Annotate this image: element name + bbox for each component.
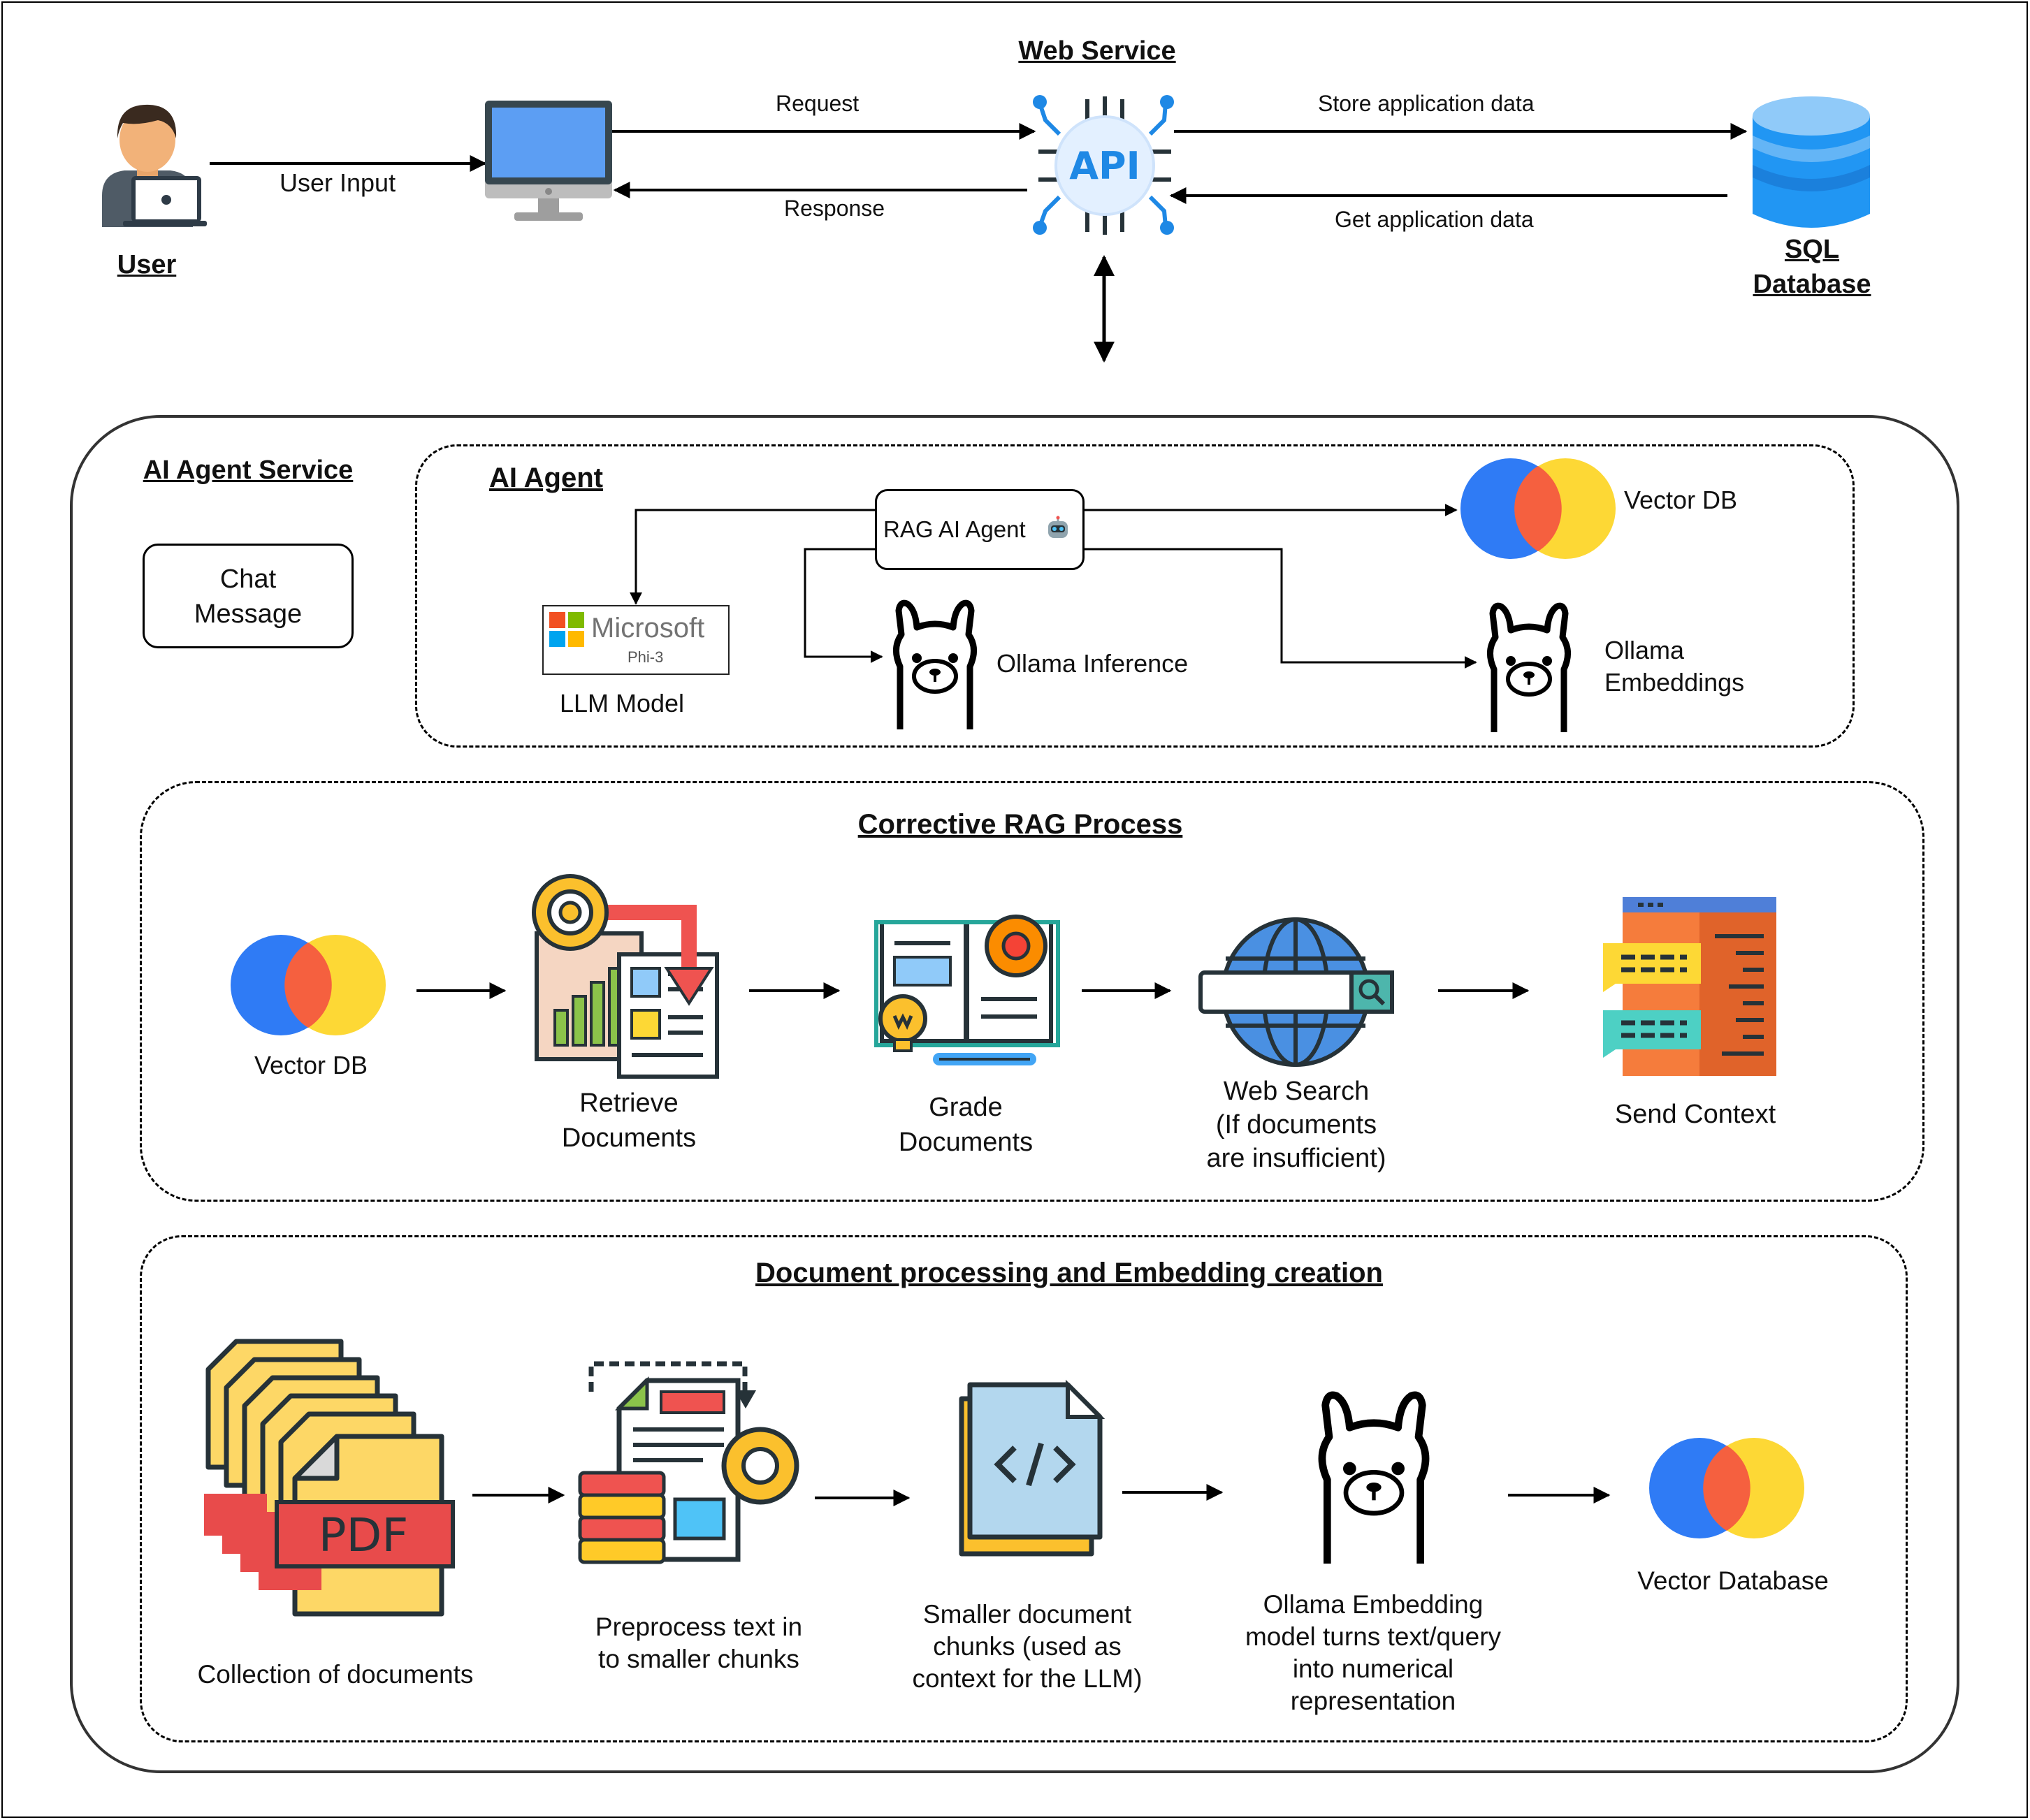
ollama-embeddings-label: Ollama Embeddings xyxy=(1604,636,1745,697)
rag-to-ollama-inference-edge xyxy=(804,548,883,663)
ai-agent-service-container xyxy=(70,415,1959,1773)
corrective-rag-container xyxy=(140,781,1924,1202)
retrieve-documents-icon xyxy=(532,874,719,1079)
desktop-computer-icon[interactable] xyxy=(485,101,612,224)
llama-icon-inference xyxy=(893,599,977,729)
api-icon[interactable]: API xyxy=(1031,92,1178,239)
robot-icon xyxy=(1048,516,1068,538)
corrective-rag-title: Corrective RAG Process xyxy=(857,809,1183,840)
grade-documents-icon xyxy=(874,915,1060,1065)
top-connectors xyxy=(210,123,1748,363)
llama-icon-embedding-model xyxy=(1318,1391,1430,1564)
web-service-title: Web Service xyxy=(1018,36,1176,66)
ai-agent-title: AI Agent xyxy=(489,463,603,493)
rag-to-ollama-embeddings-edge xyxy=(1085,548,1477,669)
send-context-icon xyxy=(1603,897,1776,1076)
web-search-icon xyxy=(1198,917,1394,1067)
phi3-logo-text: Phi-3 xyxy=(628,648,664,666)
doc-step-embedding-label: Ollama Embedding model turns text/query … xyxy=(1245,1590,1502,1715)
pdf-collection-icon: PDF xyxy=(204,1339,455,1617)
response-label: Response xyxy=(784,196,885,221)
ai-agent-container xyxy=(415,444,1855,748)
chat-message-box[interactable] xyxy=(143,544,354,648)
llm-model-label: LLM Model xyxy=(559,689,685,718)
user-icon xyxy=(102,104,207,227)
crag-step-retrieve-label: Retrieve Documents xyxy=(561,1089,697,1153)
ai-agent-connectors xyxy=(630,504,1477,669)
doc-step-chunks-label: Smaller document chunks (used as context… xyxy=(912,1600,1143,1693)
doc-processing-container xyxy=(140,1235,1908,1742)
doc-step-collection-label: Collection of documents xyxy=(197,1660,474,1689)
vector-db-icon-crag xyxy=(231,935,386,1035)
vector-db-label: Vector DB xyxy=(1624,486,1738,514)
crag-step-vector-db-label: Vector DB xyxy=(254,1051,368,1079)
crag-step-web-search-label: Web Search (If documents are insufficien… xyxy=(1206,1077,1386,1173)
corrective-rag-arrows xyxy=(416,982,1530,999)
microsoft-logo-icon xyxy=(549,612,584,647)
user-input-label: User Input xyxy=(280,168,396,197)
rag-to-llm-edge xyxy=(630,509,875,605)
store-data-label: Store application data xyxy=(1318,91,1535,116)
doc-processing-title: Document processing and Embedding creati… xyxy=(755,1258,1383,1288)
crag-step-send-context-label: Send Context xyxy=(1614,1100,1776,1129)
ollama-inference-label: Ollama Inference xyxy=(996,649,1189,678)
preprocess-text-icon xyxy=(578,1361,799,1564)
microsoft-logo-text: Microsoft xyxy=(591,613,705,643)
user-label: User xyxy=(117,250,177,279)
crag-step-grade-label: Grade Documents xyxy=(898,1093,1034,1157)
vector-database-icon xyxy=(1649,1438,1804,1538)
rag-ai-agent-label: RAG AI Agent xyxy=(883,516,1026,542)
pdf-icon-text: PDF xyxy=(319,1508,409,1562)
chat-message-label: Chat Message xyxy=(194,565,303,629)
api-icon-text: API xyxy=(1069,144,1140,188)
get-data-label: Get application data xyxy=(1335,207,1534,232)
doc-processing-arrows xyxy=(472,1484,1611,1506)
sql-database-icon[interactable] xyxy=(1750,95,1873,235)
doc-step-vector-database-label: Vector Database xyxy=(1637,1566,1829,1595)
rag-ai-agent-box[interactable] xyxy=(875,489,1085,570)
request-label: Request xyxy=(776,91,860,116)
vector-db-icon xyxy=(1460,458,1616,559)
ai-agent-service-title: AI Agent Service xyxy=(143,456,354,485)
doc-step-preprocess-label: Preprocess text in to smaller chunks xyxy=(595,1612,803,1673)
code-chunks-icon xyxy=(959,1379,1105,1557)
sql-database-label: SQL Database xyxy=(1753,235,1871,299)
llama-icon-embeddings xyxy=(1487,602,1571,732)
